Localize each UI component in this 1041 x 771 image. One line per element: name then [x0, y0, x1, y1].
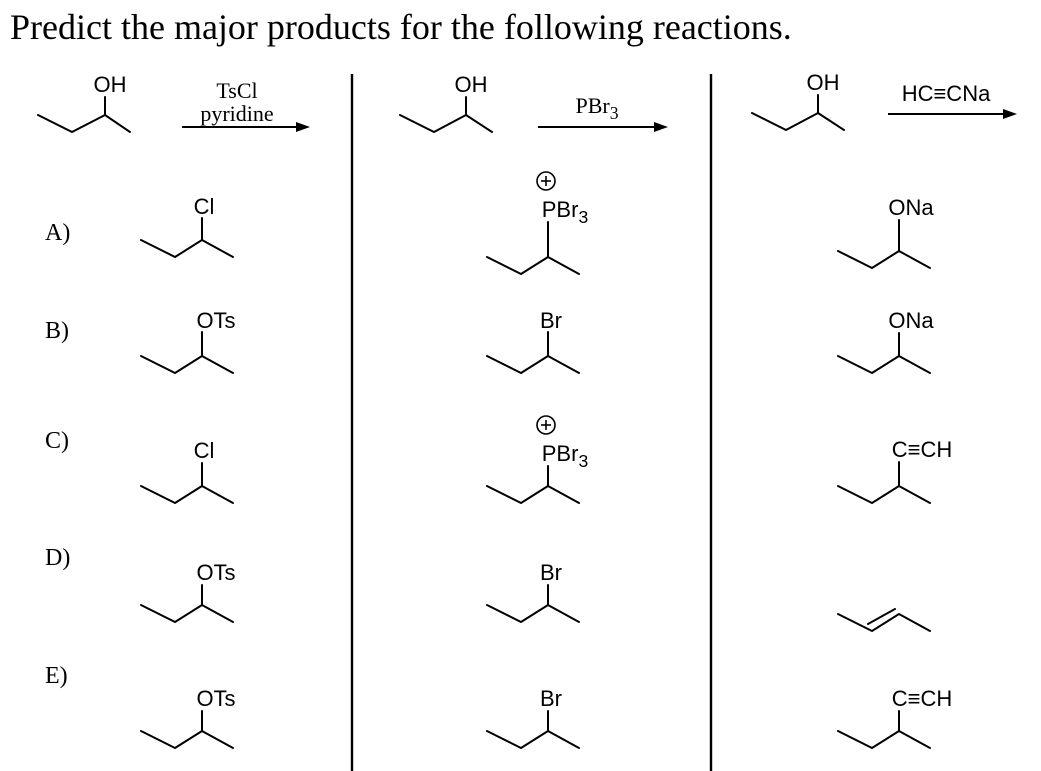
starting-material-1: OH	[37, 72, 131, 133]
product-skeleton	[837, 485, 931, 504]
reagent-2-line-1: PBr3	[575, 93, 618, 123]
product-group: OTs	[196, 308, 235, 333]
choice-e[interactable]: E) OTs Br C≡CH	[45, 663, 953, 749]
product-group: PBr3	[542, 197, 589, 227]
product-skeleton	[140, 485, 234, 504]
product-group: ONa	[888, 195, 934, 220]
product-skeleton	[486, 485, 580, 504]
product-group: Cl	[194, 194, 215, 219]
starting-material-1-group: OH	[94, 72, 127, 97]
product-cell: OTs	[140, 308, 236, 374]
product-skeleton	[837, 250, 931, 269]
product-group: Br	[540, 308, 562, 333]
product-cell: PBr3	[486, 415, 589, 504]
product-skeleton	[140, 730, 234, 749]
starting-material-3-group: OH	[807, 70, 840, 95]
product-skeleton	[486, 604, 580, 623]
product-cell: OTs	[140, 686, 236, 749]
choice-label: A)	[45, 220, 70, 246]
product-skeleton	[140, 604, 234, 623]
reaction-2: OH PBr3	[399, 72, 668, 133]
starting-material-2: OH	[399, 72, 493, 133]
starting-material-2-skeleton	[399, 114, 493, 133]
reagent-1-line-2: pyridine	[200, 101, 273, 126]
product-skeleton	[140, 355, 234, 374]
product-group: OTs	[196, 560, 235, 585]
reagent-3-line-1: HC≡CNa	[902, 81, 991, 106]
alkene-double-bond	[867, 608, 896, 625]
product-group: ONa	[888, 308, 934, 333]
product-group: Br	[540, 560, 562, 585]
choice-label: E)	[45, 663, 68, 689]
page-title: Predict the major products for the follo…	[10, 7, 792, 47]
product-group: OTs	[196, 686, 235, 711]
product-cell: Br	[486, 686, 580, 749]
positive-charge-icon	[536, 415, 556, 435]
product-cell: C≡CH	[837, 437, 953, 504]
product-group: C≡CH	[892, 686, 953, 711]
choice-c[interactable]: C) Cl PBr3 C≡CH	[45, 415, 953, 504]
choice-d[interactable]: D) OTs Br	[45, 545, 931, 632]
product-skeleton	[486, 256, 580, 275]
product-cell: Cl	[140, 438, 234, 504]
product-skeleton	[140, 239, 234, 258]
positive-charge-icon	[536, 171, 556, 191]
product-group: PBr3	[542, 441, 589, 471]
product-cell: OTs	[140, 560, 236, 623]
product-cell: ONa	[837, 195, 934, 269]
product-skeleton	[837, 355, 931, 374]
product-cell: Cl	[140, 194, 234, 258]
reaction-arrow-2	[538, 122, 668, 132]
product-cell	[837, 608, 931, 632]
starting-material-1-skeleton	[37, 114, 131, 133]
product-skeleton	[486, 730, 580, 749]
product-cell: Br	[486, 560, 580, 623]
choice-label: C)	[45, 428, 69, 454]
product-cell: PBr3	[486, 171, 589, 275]
product-cell: Br	[486, 308, 580, 374]
starting-material-2-group: OH	[455, 72, 488, 97]
reaction-arrow-3	[888, 109, 1017, 119]
reaction-3: OH HC≡CNa	[751, 70, 1017, 131]
product-group: Br	[540, 686, 562, 711]
choice-label: D)	[45, 545, 70, 571]
alkene-product-skeleton	[837, 613, 931, 632]
reagent-1-line-1: TsCl	[216, 78, 257, 103]
starting-material-3: OH	[751, 70, 845, 131]
product-cell: ONa	[837, 308, 934, 374]
starting-material-3-skeleton	[751, 112, 845, 131]
reaction-1: OH TsCl pyridine	[37, 72, 310, 133]
product-cell: C≡CH	[837, 686, 953, 749]
product-skeleton	[486, 355, 580, 374]
product-group: Cl	[194, 438, 215, 463]
choice-a[interactable]: A) Cl PBr3 ONa	[45, 171, 934, 275]
product-group: C≡CH	[892, 437, 953, 462]
product-skeleton	[837, 730, 931, 749]
choice-b[interactable]: B) OTs Br ONa	[45, 308, 934, 374]
reaction-arrow-1	[182, 122, 310, 132]
choice-label: B)	[45, 318, 69, 344]
